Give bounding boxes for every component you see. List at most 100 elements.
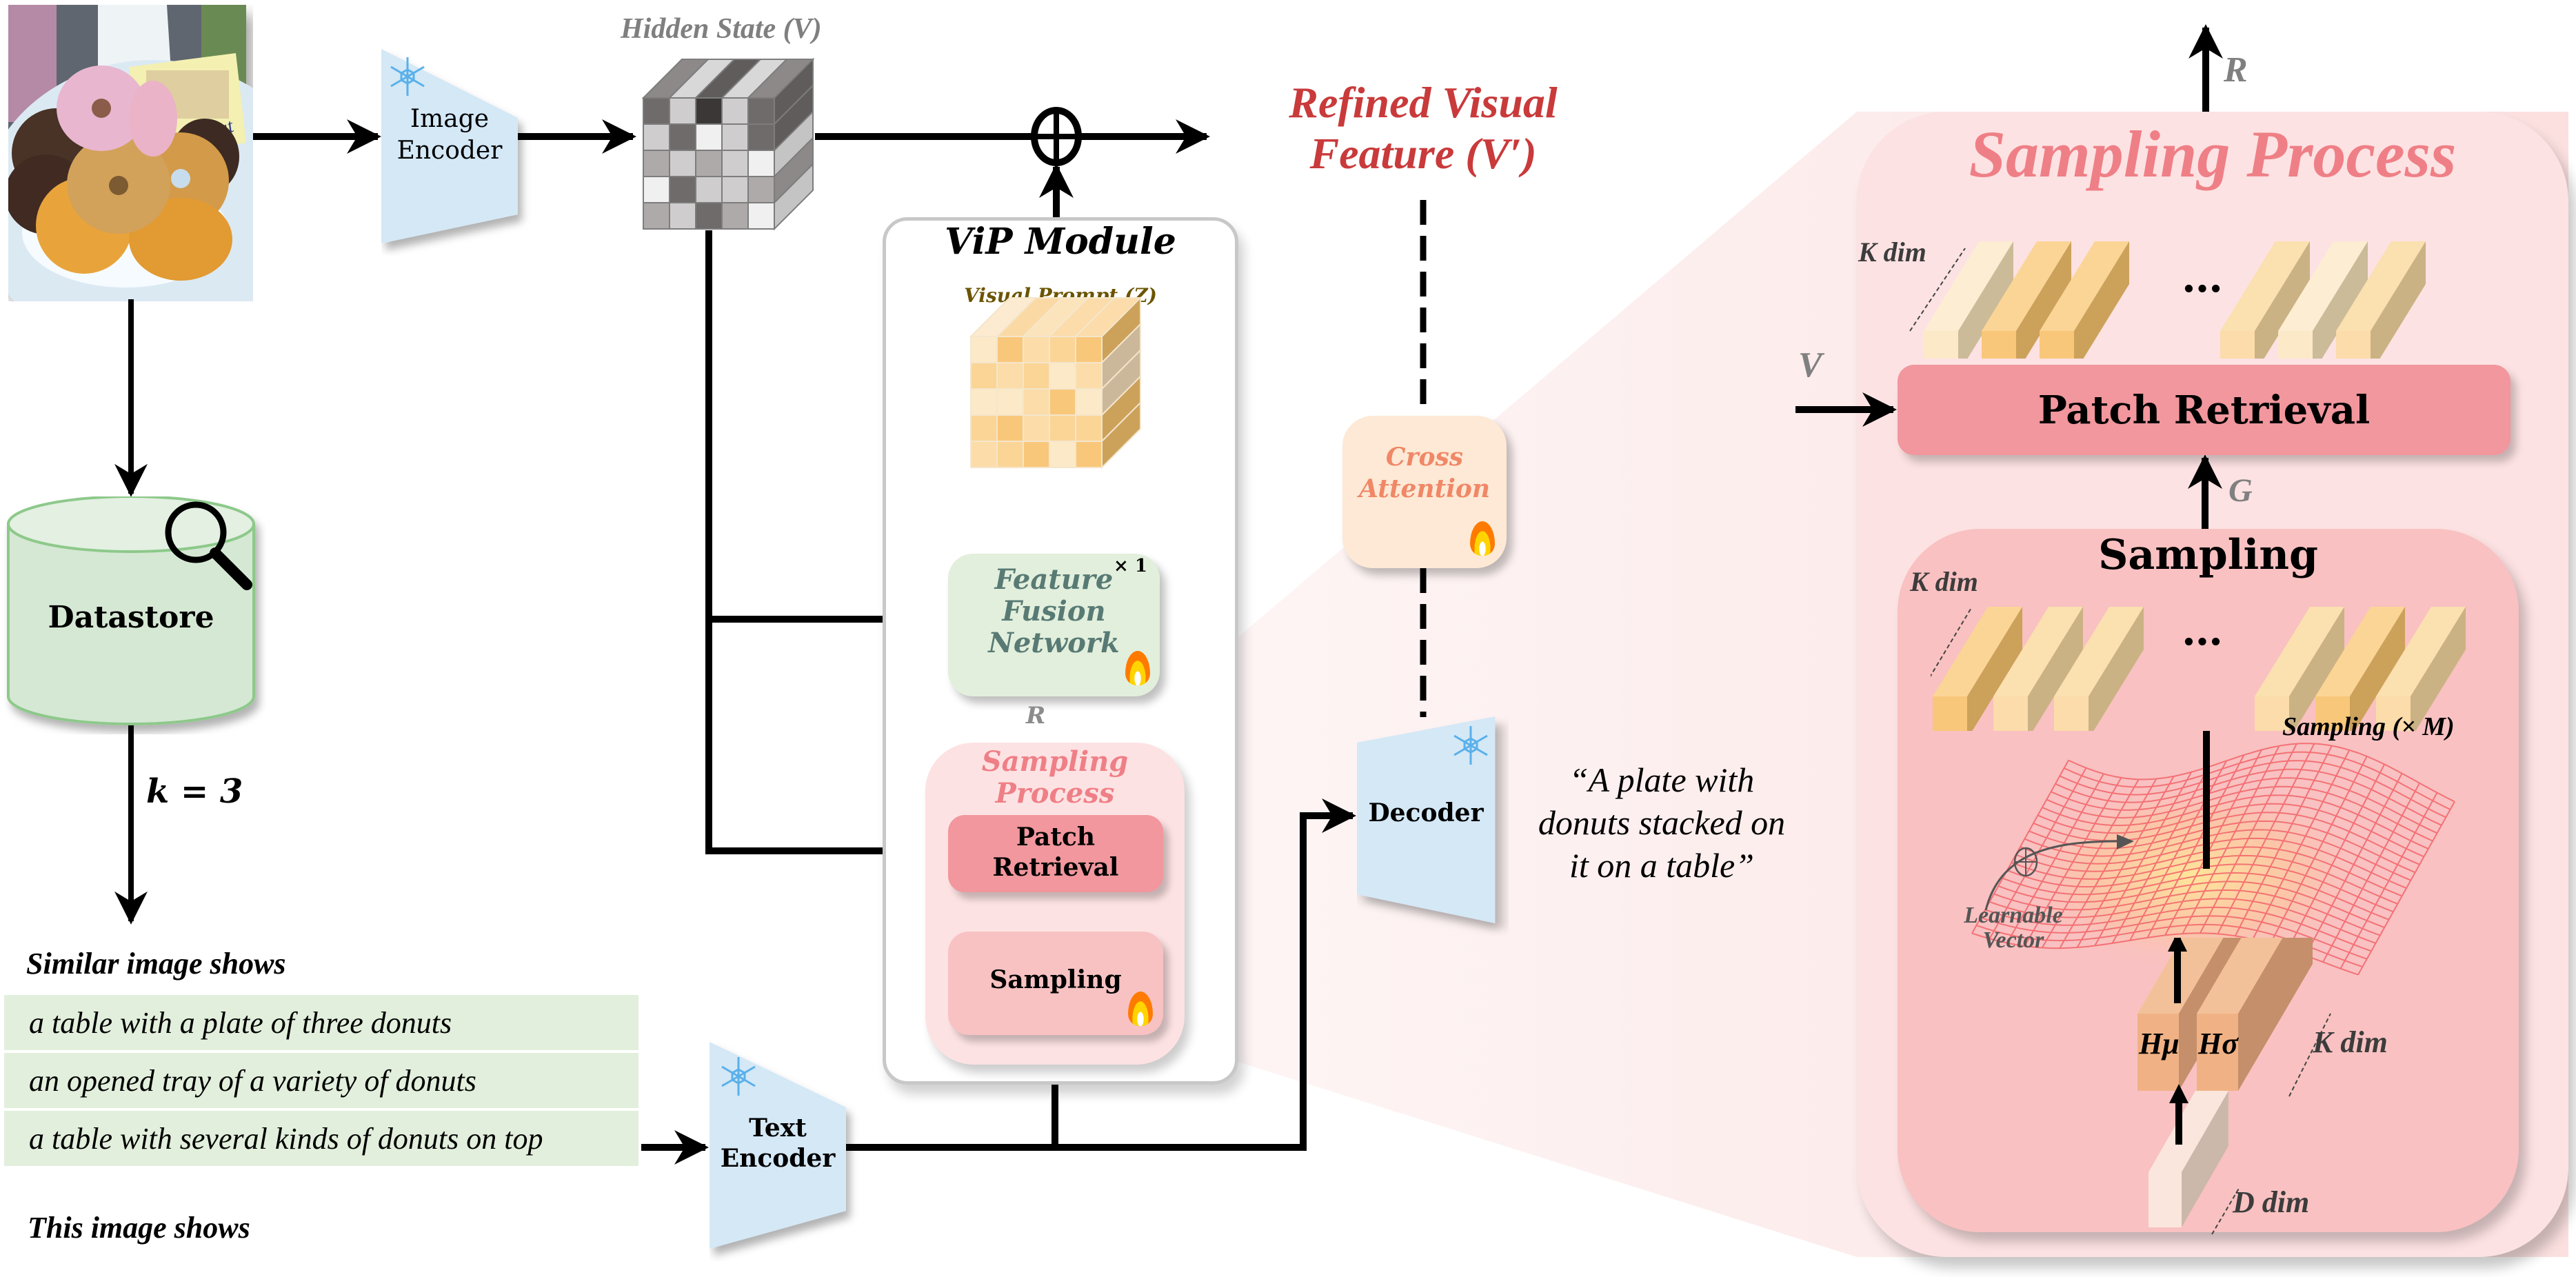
snowflake-icon [721,1057,756,1096]
patch-retrieval-line2: Retrieval [992,853,1119,882]
sampling-process-title-line1: Sampling [981,745,1129,778]
arrowhead [2169,1084,2188,1103]
arrow-text-to-decoder [846,798,1356,1151]
inner-k-dim-label: K dim [1910,566,1978,597]
detail-v-label: V [1798,345,1822,385]
retrieved-caption-row: a table with several kinds of donuts on … [4,1111,638,1166]
g-label: G [2228,472,2253,509]
mesh-line [2046,785,2433,842]
visual-prompt-cube-cell [996,336,1024,363]
image-encoder [381,49,518,243]
input-image: Mr. Donut [8,5,253,301]
visual-prompt-cube-cell [1023,441,1050,468]
projection-heads [2137,938,2331,1235]
similar-image-header: Similar image shows [26,947,286,981]
retrieved-caption-text: a table with several kinds of donuts on … [29,1121,543,1156]
feature-fusion-network-box [948,554,1160,696]
refined-feature-line1: Refined Visual [1289,78,1558,127]
fire-icon [1125,989,1156,1027]
datastore-cylinder [7,496,255,725]
sampled-bar [1933,607,2022,731]
visual-prompt-cube-cell [1075,441,1103,468]
image-encoder-label-line1: Image [410,105,490,133]
mesh-line [2269,756,2368,945]
arrowhead [2168,938,2187,952]
patch-retrieval-small-box [948,815,1163,892]
decoder [1357,716,1496,923]
hidden-state-cube-cell [669,123,696,151]
mesh-line [2042,794,2429,849]
hidden-state-cube-cell [695,123,723,151]
refined-feature-line2: Feature (V′) [1309,129,1537,178]
top-bars-row [1909,241,2426,359]
sampling-process-title-line2: Process [995,777,1115,810]
text-encoder-label: Text Encoder [710,1113,846,1174]
inner-sampling-title: Sampling [2098,531,2318,579]
visual-prompt-cube-cell [996,362,1024,390]
fusion-line2: Fusion [1002,595,1106,627]
sampled-bar [2315,607,2405,731]
sampled-bar [1993,607,2083,731]
mesh-line [2037,803,2424,858]
mesh-line [2200,743,2297,934]
feature-bar [2278,241,2368,359]
mesh-line [2029,820,2416,874]
fire-icon [1467,519,1498,557]
visual-prompt-cube-cell [1049,336,1076,363]
visual-prompt-cube [969,296,1143,470]
decoder-label: Decoder [1368,798,1484,827]
sampling-small-box [948,932,1163,1035]
retrieved-caption-text: a table with a plate of three donuts [29,1005,452,1040]
patch-retrieval-big-box [1898,365,2510,455]
h-mu-label: Hμ [2139,1027,2180,1060]
h-sigma-bar [2197,938,2313,1091]
output-caption: “A plate with donuts stacked on it on a … [1517,758,1807,887]
output-caption-line2: donuts stacked on [1538,803,1786,842]
r-label-vip: R [1026,702,1046,730]
retrieved-caption-row: an opened tray of a variety of donuts [4,1053,638,1108]
visual-prompt-cube-cell [1023,362,1050,390]
magnifier-icon [165,501,252,590]
detail-panel-title: Sampling Process [1969,117,2457,191]
mesh-line [2339,792,2438,969]
image-encoder-label-line2: Encoder [396,137,503,165]
text-encoder-label-line2: Encoder [720,1144,836,1173]
mesh-line [2217,743,2315,934]
feature-bar [2220,241,2310,359]
learnable-vector-label: Learnable Vector [1938,903,2089,953]
mesh-line [2287,763,2386,950]
hidden-state-cube-cell [747,97,775,125]
sampling-small-label: Sampling [989,965,1122,994]
mesh-line [2322,783,2420,963]
mesh-line [2024,829,2411,881]
visual-prompt-cube-cell [1049,441,1076,468]
top-k-dim-label: K dim [1858,237,1926,268]
patch-retrieval-line1: Patch [1016,823,1096,852]
sampled-bar [2255,607,2344,731]
feature-fusion-label: Feature Fusion Network [948,564,1160,659]
arrow-hidden-to-patch-retrieval [705,230,947,868]
feature-bar [1982,241,2071,359]
mesh-line [2020,837,2407,889]
mesh-line [2234,745,2333,936]
snowflake-icon [1453,726,1488,765]
learnable-vector-line2: Vector [1982,927,2044,953]
feature-bar [2040,241,2129,359]
k-dim-arrow [2288,1013,2331,1097]
gaussian-surface [1971,731,2455,976]
fusion-line3: Network [988,627,1120,659]
top-ellipsis: … [2182,254,2223,302]
mesh-line [2059,760,2446,818]
sampled-bar [2376,607,2466,731]
patch-retrieval-small-label: Patch Retrieval [948,822,1163,883]
mesh-line [2357,801,2455,976]
snowflake-icon [390,57,425,96]
visual-prompt-cube-cell [970,388,998,416]
sampled-bar [2054,607,2144,731]
cross-attention-line2: Attention [1358,474,1491,503]
visual-prompt-cube-cell [970,441,998,468]
learnable-vector-curve [1984,840,2117,911]
cross-attention-label: Cross Attention [1342,441,1507,505]
plus-circle-icon [1031,107,1082,166]
learnable-vector-arrowhead [2117,834,2134,849]
